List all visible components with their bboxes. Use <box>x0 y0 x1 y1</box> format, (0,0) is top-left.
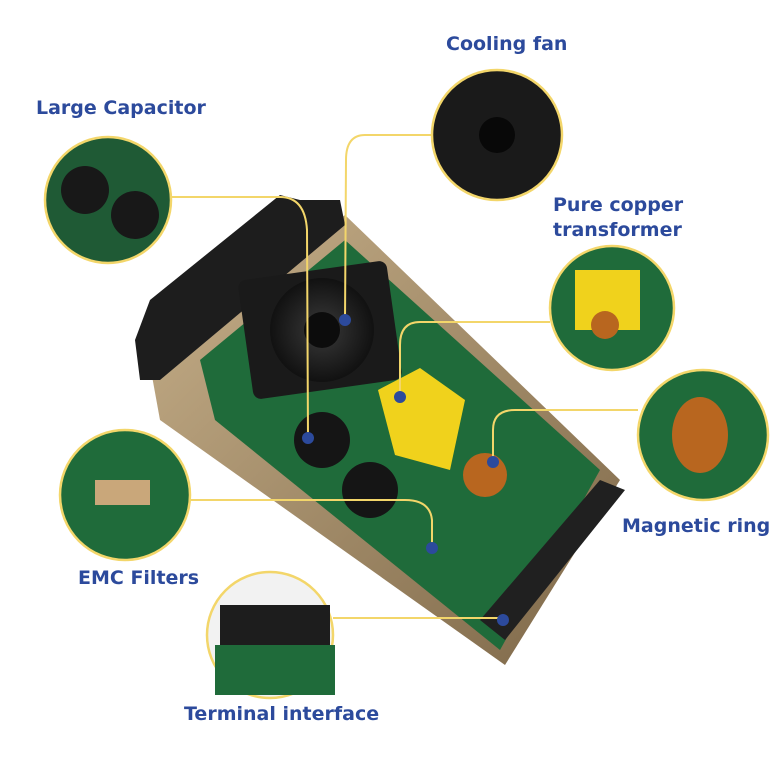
connector-lines <box>172 134 638 619</box>
detail-insets <box>43 68 770 700</box>
inset-emc-filters <box>58 428 192 562</box>
label-large-capacitor: Large Capacitor <box>36 97 206 119</box>
label-emc-filters: EMC Filters <box>78 567 200 589</box>
inset-large-capacitor <box>43 135 173 265</box>
inset-terminal <box>205 570 335 700</box>
marker-dots <box>302 314 509 626</box>
label-terminal-interface: Terminal interface <box>184 703 380 725</box>
terminal-block <box>480 480 625 640</box>
toroid <box>463 453 507 497</box>
label-transformer-line2: transformer <box>553 219 682 241</box>
inset-magnetic-ring <box>636 368 770 502</box>
label-transformer-line1: Pure copper <box>553 194 684 216</box>
power-supply-unit <box>135 195 625 665</box>
inset-cooling-fan <box>430 68 564 202</box>
label-cooling-fan: Cooling fan <box>446 33 568 55</box>
label-magnetic-ring: Magnetic ring <box>622 515 771 537</box>
inset-transformer <box>548 244 676 372</box>
